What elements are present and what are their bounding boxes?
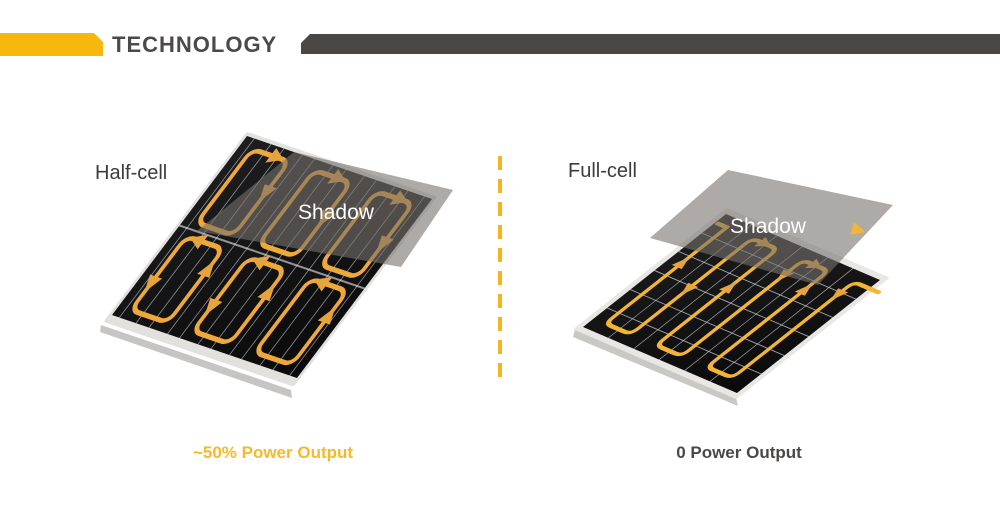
half-cell-shadow-overlay: [197, 152, 453, 267]
page-title: TECHNOLOGY: [112, 32, 278, 57]
full-cell-panel-thickness: [573, 329, 738, 406]
full-cell-shadow-label: Shadow: [730, 215, 807, 238]
half-cell-label: Half-cell: [95, 162, 168, 184]
title-bar: [301, 34, 1000, 54]
half-cell-output-label: ~50% Power Output: [192, 443, 354, 462]
half-cell-panel-thickness: [100, 325, 292, 398]
full-cell-output-label: 0 Power Output: [676, 443, 802, 462]
half-cell-shadow-label: Shadow: [298, 201, 375, 224]
full-cell-label: Full-cell: [568, 160, 637, 182]
full-cell-shadow-overlay: [650, 170, 893, 285]
half-cell-split-line: [178, 224, 366, 290]
full-cell-current-serpentine: [605, 221, 882, 378]
title-accent-block: [0, 33, 103, 56]
